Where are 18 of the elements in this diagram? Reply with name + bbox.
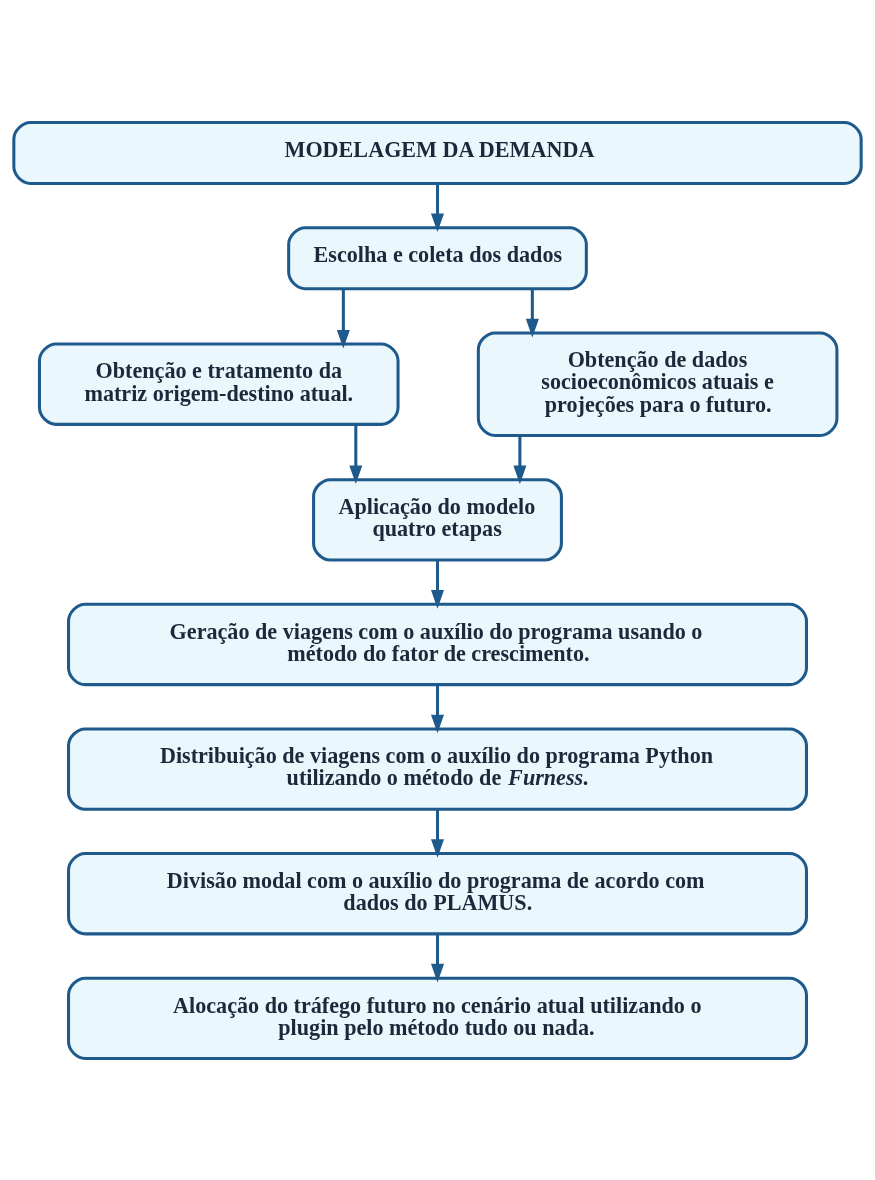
arrow bbox=[431, 183, 444, 232]
node-box: MODELAGEM DA DEMANDA bbox=[12, 120, 863, 185]
node-box: Geração de viagens com o auxílio do programa usando o método do fator de crescimento. bbox=[67, 602, 808, 686]
arrow bbox=[431, 560, 444, 609]
arrow bbox=[431, 684, 444, 733]
arrow bbox=[336, 288, 350, 349]
arrow bbox=[431, 809, 444, 858]
arrow bbox=[349, 424, 363, 484]
node-box: Escolha e coleta dos dados bbox=[287, 225, 588, 290]
node-box: Obtenção e tratamento da matriz origem-destino atual. bbox=[37, 342, 400, 426]
arrow bbox=[431, 934, 444, 982]
node-box: Alocação do tráfego futuro no cenário atual utilizando o plugin pelo método tudo ou nada. bbox=[67, 976, 808, 1060]
node-box: Divisão modal com o auxílio do programa de acordo com dados do PLAMUS. bbox=[67, 851, 808, 935]
arrow bbox=[525, 288, 539, 337]
node-box: Distribuição de viagens com o auxílio do programa Python utilizando o método de Furness. bbox=[67, 726, 808, 811]
node-box: Aplicação do modelo quatro etapas bbox=[312, 477, 563, 562]
arrow bbox=[513, 435, 527, 484]
node-box: Obtenção de dados socioeconômicos atuais e projeções para o futuro. bbox=[476, 330, 839, 437]
